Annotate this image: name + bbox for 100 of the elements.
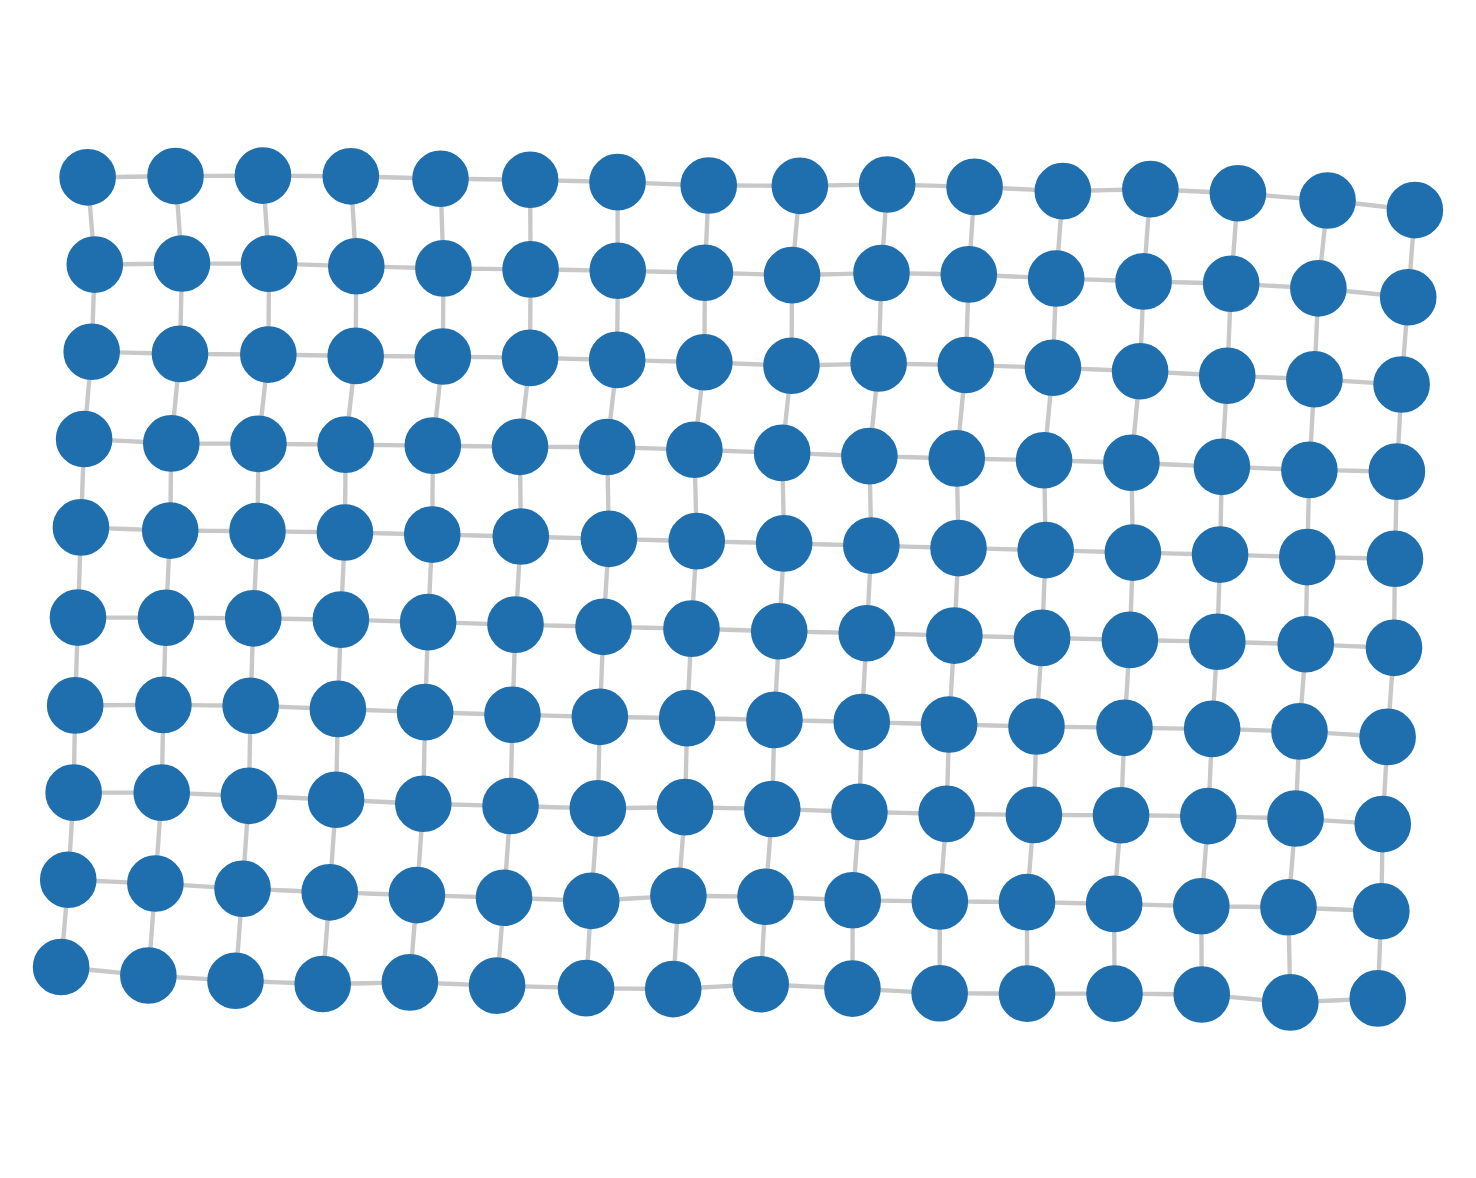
node-circle bbox=[52, 499, 110, 556]
connector bbox=[914, 183, 948, 189]
connector bbox=[1408, 237, 1415, 271]
connector bbox=[67, 820, 75, 853]
connector bbox=[602, 566, 610, 601]
node-circle bbox=[575, 598, 632, 656]
connector bbox=[439, 205, 445, 242]
node-circle bbox=[207, 952, 264, 1010]
connector bbox=[296, 262, 330, 268]
connector bbox=[235, 915, 243, 954]
node-circle bbox=[396, 683, 454, 741]
connector bbox=[1152, 726, 1185, 731]
connector bbox=[558, 267, 591, 273]
node-circle bbox=[492, 508, 550, 565]
node-circle bbox=[240, 235, 298, 292]
connector bbox=[540, 713, 573, 719]
node-circle bbox=[120, 947, 177, 1004]
connector bbox=[423, 648, 430, 686]
connector bbox=[705, 893, 739, 899]
connector bbox=[887, 810, 920, 816]
connector bbox=[770, 746, 776, 783]
node-circle bbox=[1085, 875, 1143, 933]
connector bbox=[207, 351, 243, 357]
connector bbox=[799, 807, 833, 814]
node-circle bbox=[1180, 787, 1237, 845]
node-circle bbox=[937, 336, 995, 394]
node-circle bbox=[666, 421, 723, 479]
connector bbox=[1231, 219, 1239, 258]
connector bbox=[896, 454, 930, 460]
connector bbox=[819, 362, 852, 368]
connector bbox=[939, 841, 947, 875]
connector bbox=[1313, 315, 1320, 353]
node-circle bbox=[743, 780, 801, 838]
node-circle bbox=[1115, 253, 1172, 310]
node-circle bbox=[1379, 268, 1437, 326]
connector bbox=[357, 891, 390, 897]
node-circle bbox=[569, 780, 627, 837]
connector bbox=[782, 393, 791, 426]
connector bbox=[898, 544, 932, 550]
connector bbox=[1158, 461, 1196, 468]
connector bbox=[984, 456, 1017, 462]
connector bbox=[365, 707, 399, 714]
node-circle bbox=[928, 430, 986, 487]
node-circle bbox=[656, 778, 714, 836]
connector bbox=[286, 441, 319, 447]
connector bbox=[712, 805, 746, 811]
node-circle bbox=[918, 785, 975, 843]
connector bbox=[285, 529, 318, 535]
node-circle bbox=[1209, 165, 1267, 222]
connector bbox=[1294, 758, 1301, 792]
connector bbox=[95, 878, 129, 885]
node-circle bbox=[63, 323, 120, 381]
connector bbox=[1128, 580, 1135, 613]
node-circle bbox=[1183, 700, 1241, 758]
connector bbox=[596, 743, 602, 782]
connector bbox=[692, 476, 699, 515]
connector bbox=[1138, 307, 1145, 345]
connector bbox=[806, 629, 840, 635]
connector bbox=[178, 290, 184, 328]
node-circle bbox=[589, 242, 647, 299]
node-circle bbox=[998, 965, 1056, 1022]
connector bbox=[350, 980, 383, 986]
node-circle bbox=[502, 241, 559, 298]
connector bbox=[1141, 902, 1175, 908]
connector bbox=[270, 887, 303, 894]
connector bbox=[1337, 468, 1370, 474]
connector bbox=[1344, 288, 1382, 297]
connector bbox=[1035, 663, 1043, 701]
node-circle bbox=[1034, 162, 1092, 220]
connector bbox=[605, 474, 611, 512]
connector bbox=[773, 657, 780, 694]
node-circle bbox=[484, 686, 541, 744]
connector bbox=[249, 645, 255, 679]
connector bbox=[198, 441, 232, 446]
node-circle bbox=[1096, 699, 1153, 757]
connector bbox=[470, 354, 503, 360]
node-circle bbox=[312, 591, 370, 648]
connector bbox=[615, 210, 620, 245]
connector bbox=[450, 802, 484, 808]
connector bbox=[735, 183, 773, 188]
node-circle bbox=[133, 764, 190, 821]
node-circle bbox=[222, 677, 279, 735]
connector bbox=[460, 443, 493, 449]
connector bbox=[802, 718, 835, 724]
connector bbox=[627, 715, 661, 720]
connector bbox=[514, 564, 522, 599]
connector bbox=[1054, 991, 1088, 996]
connector bbox=[1354, 201, 1388, 210]
node-circle bbox=[1198, 347, 1256, 404]
connector bbox=[88, 967, 122, 976]
node-circle bbox=[680, 157, 738, 214]
node-circle bbox=[415, 240, 472, 297]
connector bbox=[866, 573, 873, 607]
connector bbox=[175, 975, 209, 982]
connector bbox=[155, 819, 162, 857]
connector bbox=[690, 568, 698, 602]
connector bbox=[894, 631, 928, 638]
node-circle bbox=[850, 335, 907, 392]
node-circle bbox=[588, 331, 646, 389]
connector bbox=[122, 261, 155, 267]
